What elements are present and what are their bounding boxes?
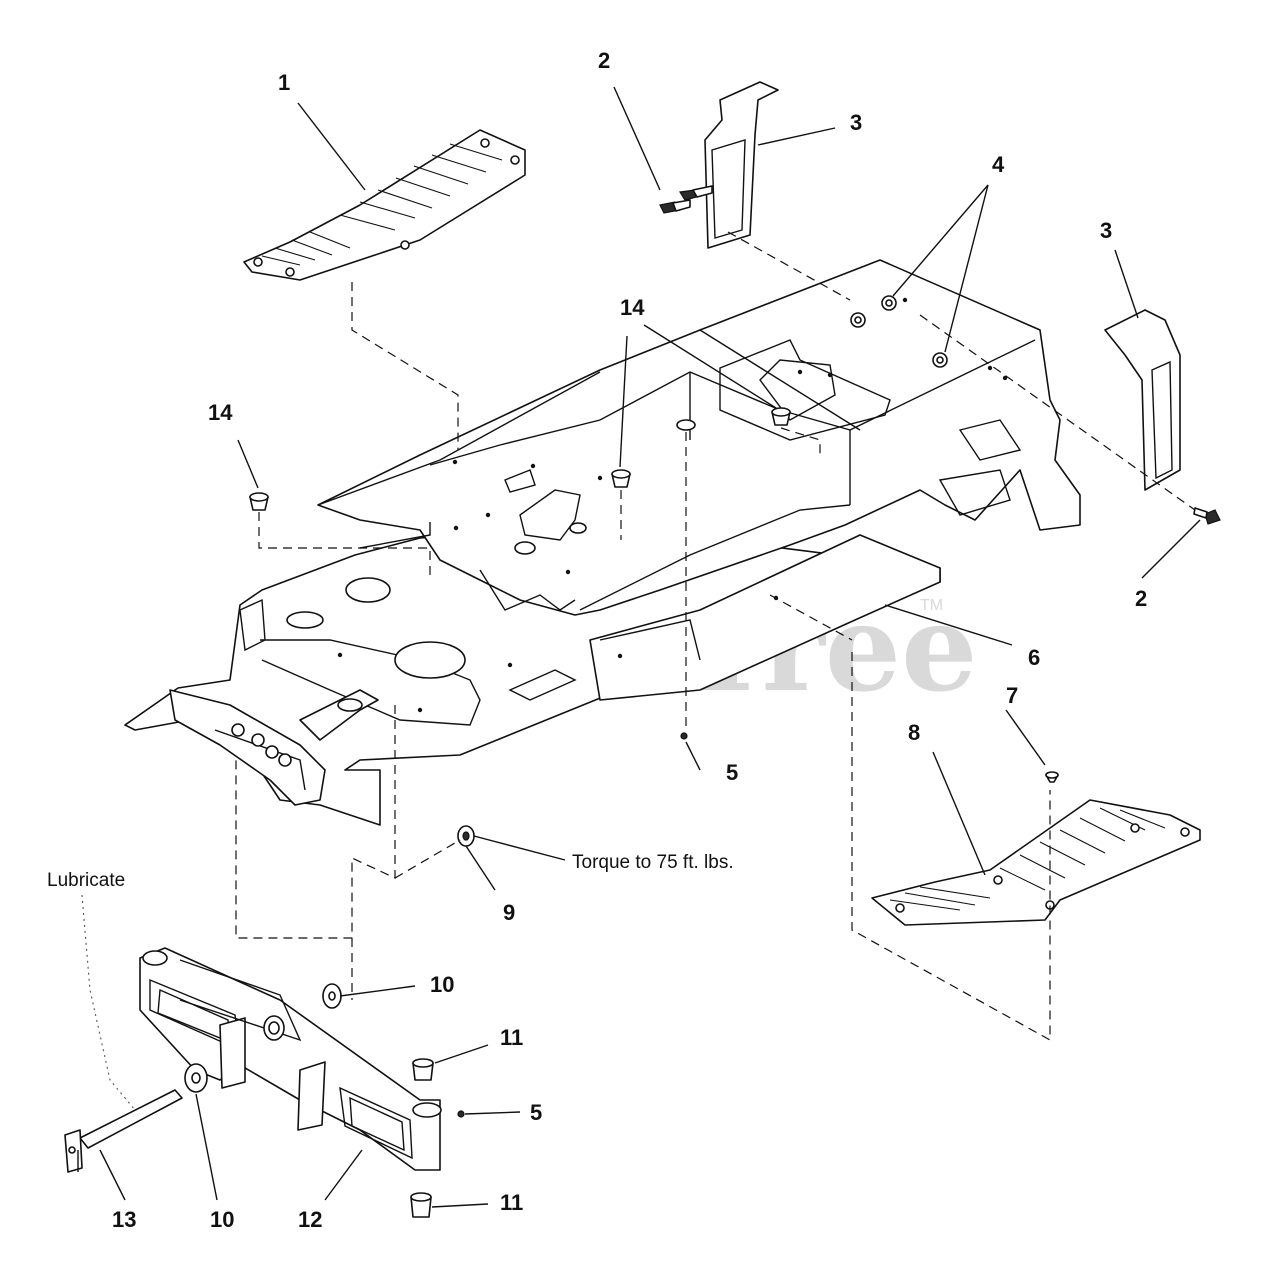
- callout-13: 13: [112, 1207, 136, 1232]
- washer-lower[interactable]: [184, 1063, 208, 1093]
- bolt-upper-1[interactable]: [678, 185, 713, 201]
- bolt-right[interactable]: [1193, 507, 1221, 525]
- callout-1: 1: [278, 70, 290, 95]
- callout-5a: 5: [726, 760, 738, 785]
- callout-5b: 5: [530, 1100, 542, 1125]
- grease-fitting-upper[interactable]: [680, 732, 688, 740]
- pivot-pin[interactable]: [64, 1089, 183, 1173]
- front-axle[interactable]: [139, 947, 442, 1171]
- callout-9: 9: [503, 900, 515, 925]
- callout-14b: 14: [620, 295, 645, 320]
- bushing-center[interactable]: [611, 469, 631, 488]
- callout-14a: 14: [208, 400, 233, 425]
- nut-upper-2[interactable]: [881, 295, 897, 311]
- nut-upper-1[interactable]: [850, 312, 866, 328]
- axle-bushing-upper[interactable]: [412, 1058, 434, 1081]
- callout-11a: 11: [500, 1025, 523, 1050]
- assembly-lines: [235, 231, 1196, 1042]
- pivot-nut[interactable]: [457, 825, 475, 847]
- callout-2a: 2: [598, 48, 610, 73]
- callout-6: 6: [1028, 645, 1040, 670]
- callout-10a: 10: [430, 972, 454, 997]
- fender-bracket-right[interactable]: [1104, 309, 1181, 491]
- bushing-left[interactable]: [249, 492, 269, 511]
- callout-7: 7: [1006, 683, 1018, 708]
- screw[interactable]: [1045, 771, 1059, 783]
- callout-2b: 2: [1135, 586, 1147, 611]
- torque-note: Torque to 75 ft. lbs.: [572, 852, 734, 873]
- nut-lower[interactable]: [932, 352, 948, 368]
- callout-10b: 10: [210, 1207, 234, 1232]
- watermark-tm: TM: [920, 597, 943, 614]
- fender-bracket-upper[interactable]: [704, 81, 779, 249]
- bushing-right[interactable]: [771, 407, 791, 426]
- lubricate-note: Lubricate: [47, 870, 125, 891]
- footrest-mat-left[interactable]: [243, 129, 526, 281]
- footrest-mat-right[interactable]: [871, 799, 1201, 926]
- notes: Torque to 75 ft. lbs. Lubricate: [47, 852, 734, 891]
- grease-fitting-lower[interactable]: [457, 1110, 465, 1118]
- callout-3a: 3: [850, 110, 862, 135]
- callout-8: 8: [908, 720, 920, 745]
- callout-11b: 11: [500, 1190, 523, 1215]
- leader-lines: [81, 86, 1201, 1208]
- callouts: 1 2 3 4 3 14 14 2 6 7 8 5 9 10 11 5 11 1…: [112, 48, 1147, 1232]
- frame-assembly[interactable]: [124, 259, 1081, 826]
- washer-upper[interactable]: [322, 983, 342, 1009]
- callout-4: 4: [992, 152, 1005, 177]
- axle-bushing-lower[interactable]: [410, 1192, 432, 1218]
- bolt-upper-2[interactable]: [659, 199, 691, 214]
- callout-12: 12: [298, 1207, 322, 1232]
- callout-3b: 3: [1100, 218, 1112, 243]
